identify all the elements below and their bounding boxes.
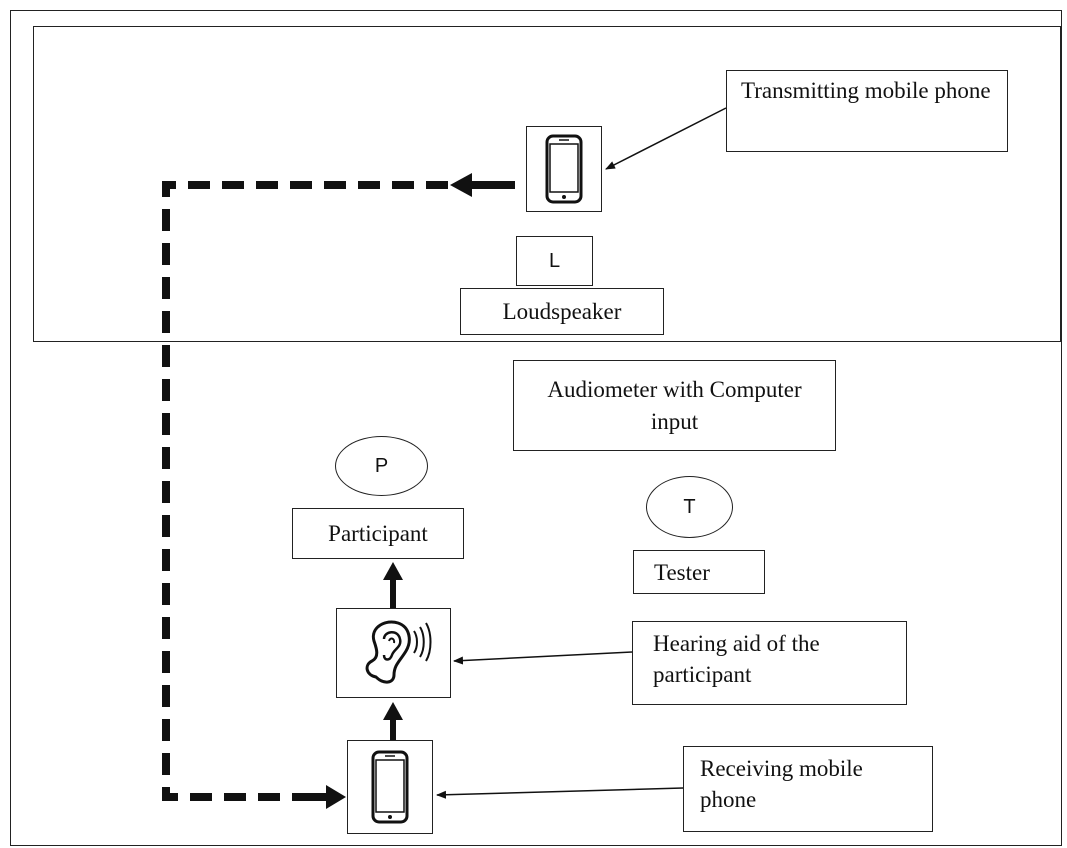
loudspeaker-symbol: L (548, 249, 561, 272)
tester-symbol-letter: T (683, 495, 696, 518)
mobile-phone-icon (371, 750, 409, 824)
transmitting-phone-label: Transmitting mobile phone (741, 78, 991, 103)
participant-label: Participant (328, 520, 428, 546)
hearing-aid-box (336, 608, 451, 698)
hearing-aid-label: Hearing aid of the participant (653, 631, 820, 688)
participant-label-box: Participant (292, 508, 464, 559)
receiving-phone-box (347, 740, 433, 834)
ear-icon (365, 620, 431, 684)
audiometer-box: Audiometer with Computer input (513, 360, 836, 451)
transmitting-phone-box (526, 126, 602, 212)
tester-label: Tester (654, 560, 710, 585)
receiving-phone-label: Receiving mobile phone (700, 756, 863, 813)
participant-symbol: P (335, 436, 428, 496)
participant-symbol-letter: P (374, 454, 389, 477)
loudspeaker-label: Loudspeaker (502, 298, 622, 324)
mobile-phone-icon (545, 134, 583, 204)
tester-label-box: Tester (633, 550, 765, 594)
loudspeaker-label-box: Loudspeaker (460, 288, 664, 335)
receiving-phone-label-box: Receiving mobile phone (683, 746, 933, 832)
tester-symbol: T (646, 476, 733, 538)
transmitting-phone-label-box: Transmitting mobile phone (726, 70, 1008, 152)
audiometer-label: Audiometer with Computer input (547, 377, 802, 434)
loudspeaker-symbol-box: L (516, 236, 593, 286)
hearing-aid-label-box: Hearing aid of the participant (632, 621, 907, 705)
